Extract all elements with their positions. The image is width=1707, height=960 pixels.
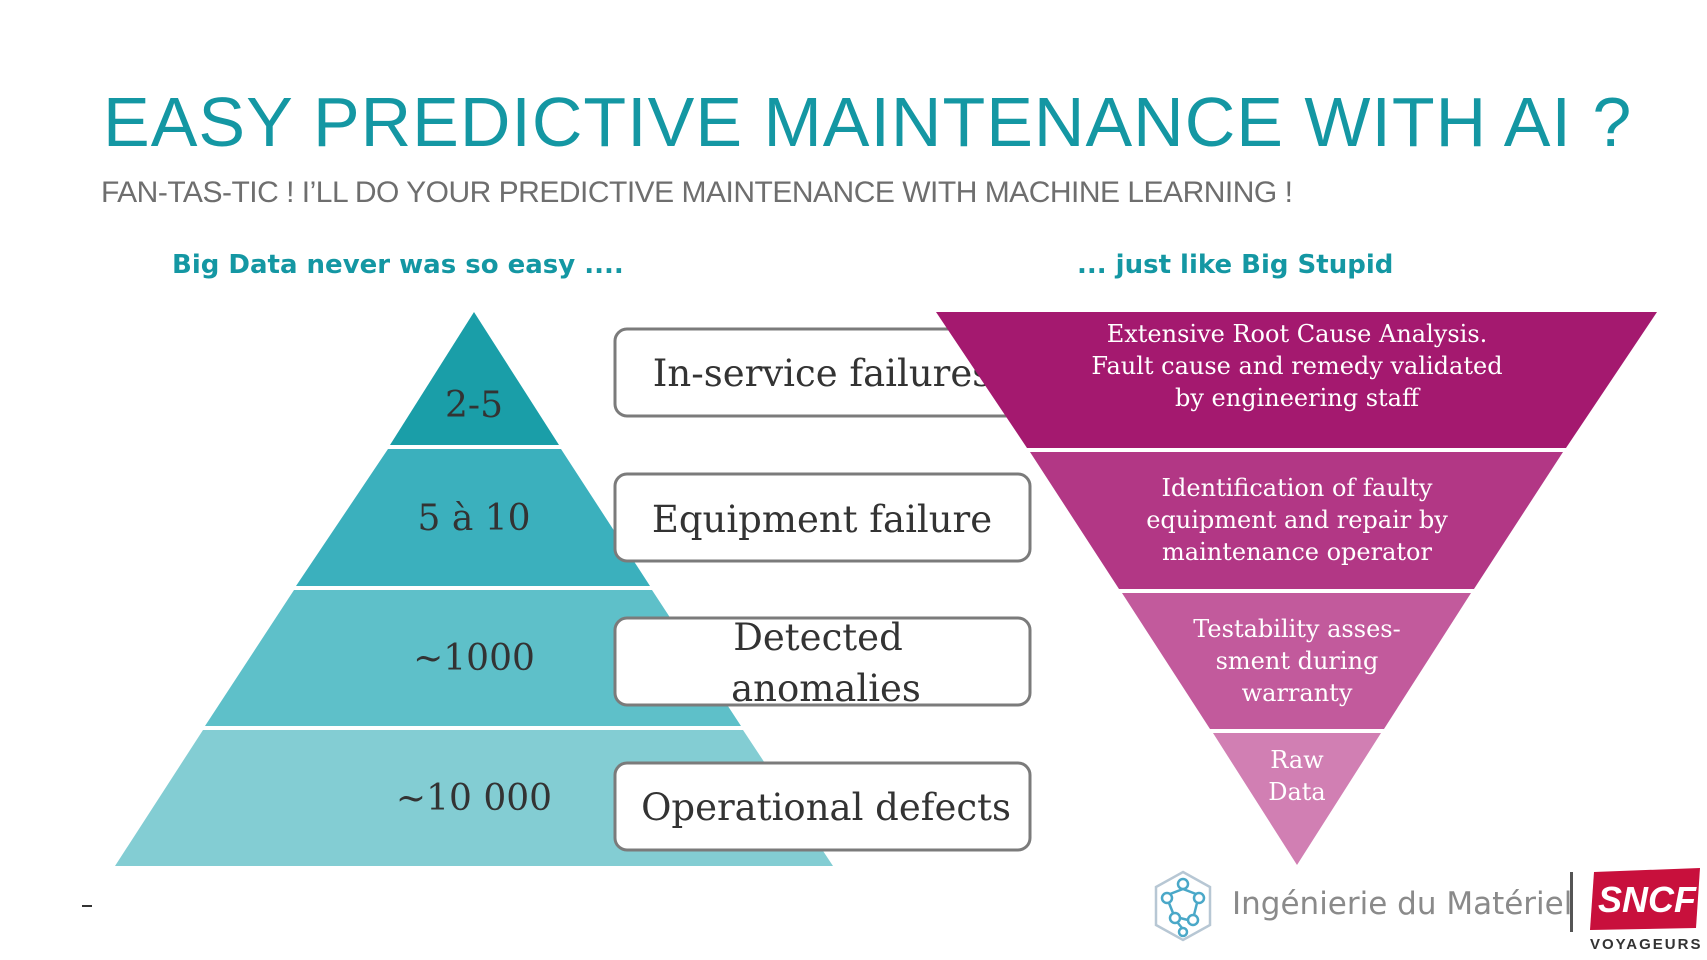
inverted-3-line-1: Testability asses- <box>1193 615 1400 643</box>
inverted-level-1 <box>936 312 1657 448</box>
label-in-service-failures: In-service failures <box>653 352 991 395</box>
sncf-logo-text: SNCF <box>1598 879 1697 920</box>
inverted-level-4 <box>1213 733 1381 865</box>
label-equipment-failure: Equipment failure <box>652 498 992 541</box>
pyramid-value-4: ~10 000 <box>396 778 552 819</box>
pyramid-value-1: 2-5 <box>445 385 503 426</box>
inverted-3-line-2: sment during <box>1216 647 1379 675</box>
sncf-voyageurs: VOYAGEURS <box>1590 936 1703 953</box>
inverted-4-line-1: Raw <box>1270 746 1324 774</box>
network-nodes-icon <box>1154 870 1212 942</box>
pyramid-level-1 <box>390 312 559 445</box>
inverted-4-line-2: Data <box>1268 778 1326 806</box>
inverted-2-line-2: equipment and repair by <box>1146 506 1448 534</box>
pyramid-level-3 <box>205 590 741 726</box>
inverted-level-3 <box>1122 593 1471 729</box>
label-box-4 <box>613 761 1032 852</box>
pyramid: 2-5 5 à 10 ~1000 ~10 000 <box>115 312 833 866</box>
pyramid-level-2 <box>296 449 650 586</box>
label-box-3 <box>613 616 1032 707</box>
label-operational-defects: Operational defects <box>641 786 1011 829</box>
inverted-1-line-3: by engineering staff <box>1175 384 1421 412</box>
pyramid-value-3: ~1000 <box>413 638 535 679</box>
inverted-3-line-3: warranty <box>1242 679 1353 707</box>
inverted-1-line-2: Fault cause and remedy validated <box>1091 352 1502 380</box>
right-heading: ... just like Big Stupid <box>1077 250 1394 280</box>
page-title: EASY PREDICTIVE MAINTENANCE WITH AI ? <box>103 83 1633 161</box>
level-labels: In-service failures Equipment failure De… <box>613 327 1032 852</box>
page-subtitle: FAN-TAS-TIC ! I’LL DO YOUR PREDICTIVE MA… <box>101 176 1293 209</box>
inverted-pyramid: Extensive Root Cause Analysis. Fault cau… <box>936 312 1657 865</box>
brand-separator <box>1570 872 1573 932</box>
footer-dash <box>82 905 92 907</box>
sncf-logo: SNCF <box>1590 868 1700 930</box>
label-detected-line-2: anomalies <box>731 667 921 710</box>
inverted-1-line-1: Extensive Root Cause Analysis. <box>1107 320 1488 348</box>
brand-text: Ingénierie du Matériel <box>1232 886 1573 922</box>
inverted-2-line-1: Identification of faulty <box>1162 474 1433 502</box>
label-detected-line-1: Detected <box>733 616 903 659</box>
inverted-2-line-3: maintenance operator <box>1162 538 1432 566</box>
pyramid-value-2: 5 à 10 <box>417 498 530 539</box>
label-box-2 <box>613 472 1032 563</box>
inverted-level-2 <box>1030 452 1563 589</box>
left-heading: Big Data never was so easy .... <box>172 250 624 280</box>
